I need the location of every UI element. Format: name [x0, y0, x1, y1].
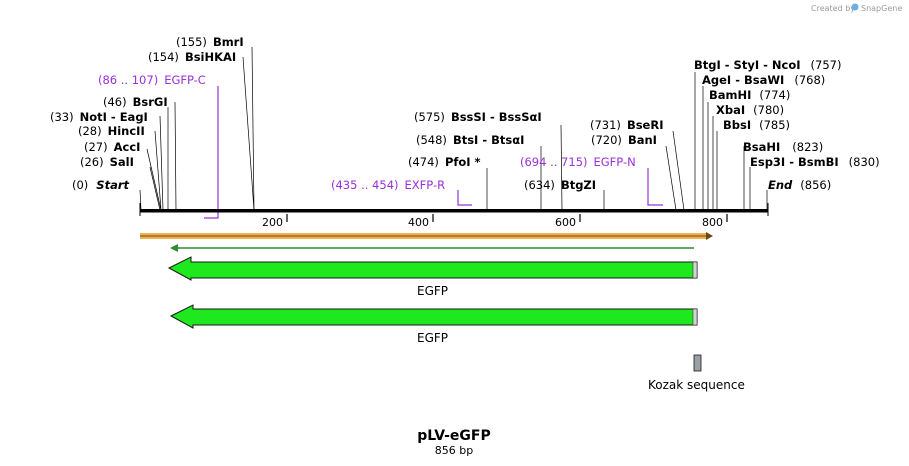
egfp-2-stop-marker — [692, 308, 698, 326]
start-label: (0)Start — [72, 178, 130, 192]
site-bamhi: BamHI(774) — [709, 88, 790, 102]
kozak-label: Kozak sequence — [648, 378, 745, 392]
tick-label-200: 200 — [262, 216, 283, 229]
tick-label-600: 600 — [555, 216, 576, 229]
primers: (86 .. 107)EGFP-C (435 .. 454)EXFP-R (69… — [98, 73, 663, 219]
credit-brand: SnapGene — [861, 4, 902, 13]
orf-track — [140, 232, 713, 240]
plasmid-length: 856 bp — [435, 444, 473, 457]
egfp-1-label: EGFP — [417, 284, 448, 298]
right-site-labels: BtgI - StyI - NcoI(757) AgeI - BsaWI(768… — [694, 58, 880, 192]
primer-exfp-r-arrow — [457, 190, 472, 206]
ruler: 200 400 600 800 — [262, 214, 728, 229]
site-bmri: (155)BmrI — [176, 35, 244, 49]
tick-label-800: 800 — [702, 216, 723, 229]
site-bsihkai: (154)BsiHKAI — [148, 50, 236, 64]
credit-text: Created by — [811, 4, 855, 13]
primer-egfp-c-label: (86 .. 107)EGFP-C — [98, 73, 206, 87]
orf-inner-arrowhead-icon — [170, 244, 178, 252]
site-bsssi: (575)BssSI - BssSαI — [414, 110, 542, 124]
site-acci: (27)AccI — [84, 140, 140, 154]
site-agei: AgeI - BsaWI(768) — [702, 73, 825, 87]
site-btgi: BtgI - StyI - NcoI(757) — [694, 58, 841, 72]
middle-site-labels: (575)BssSI - BssSαI (548)BtsI - BtsαI (4… — [408, 110, 663, 192]
site-hincii: (28)HincII — [78, 124, 145, 138]
site-btgzi: (634)BtgZI — [524, 178, 596, 192]
backbone-line — [140, 209, 768, 213]
egfp-1-stop-marker — [692, 261, 698, 279]
end-label: End(856) — [768, 178, 831, 192]
site-bseri: (731)BseRI — [590, 118, 663, 132]
site-bsahi: BsaHI(823) — [743, 140, 823, 154]
site-esp3i: Esp3I - BsmBI(830) — [750, 155, 880, 169]
site-bsrgi: (46)BsrGI — [103, 95, 168, 109]
tick-label-400: 400 — [408, 216, 429, 229]
backbone — [139, 203, 769, 216]
site-xbai: XbaI(780) — [716, 103, 784, 117]
cut-site-lines — [139, 46, 768, 211]
feature-kozak[interactable]: Kozak sequence — [648, 354, 745, 392]
kozak-box[interactable] — [693, 354, 702, 372]
site-bani: (720)BanI — [591, 133, 657, 147]
snapgene-credit: Created by SnapGene — [811, 3, 902, 13]
egfp-2-label: EGFP — [417, 331, 448, 345]
site-noti: (33)NotI - EagI — [50, 110, 148, 124]
primer-egfp-c-arrow — [204, 86, 219, 219]
left-site-labels: (155)BmrI (154)BsiHKAI (46)BsrGI (33)Not… — [50, 35, 244, 192]
site-btsi: (548)BtsI - BtsαI — [416, 133, 524, 147]
egfp-2-arrow[interactable] — [169, 304, 698, 329]
primer-egfp-n-arrow — [647, 168, 663, 206]
primer-egfp-n-label: (694 .. 715)EGFP-N — [520, 155, 636, 169]
primer-exfp-r-label: (435 .. 454)EXFP-R — [331, 178, 445, 192]
feature-egfp-2[interactable]: EGFP — [169, 304, 698, 345]
orf-inner-track — [170, 244, 694, 252]
site-sali: (26)SalI — [80, 155, 134, 169]
site-pfoi: (474)PfoI * — [408, 155, 481, 169]
snapgene-logo-icon — [851, 3, 859, 11]
orf-arrowhead-icon — [706, 232, 713, 240]
feature-egfp-1[interactable]: EGFP — [167, 256, 698, 298]
site-bbsi: BbsI(785) — [723, 118, 790, 132]
plasmid-name: pLV-eGFP — [417, 428, 490, 444]
egfp-1-arrow[interactable] — [167, 256, 698, 281]
map-title: pLV-eGFP 856 bp — [417, 428, 490, 457]
